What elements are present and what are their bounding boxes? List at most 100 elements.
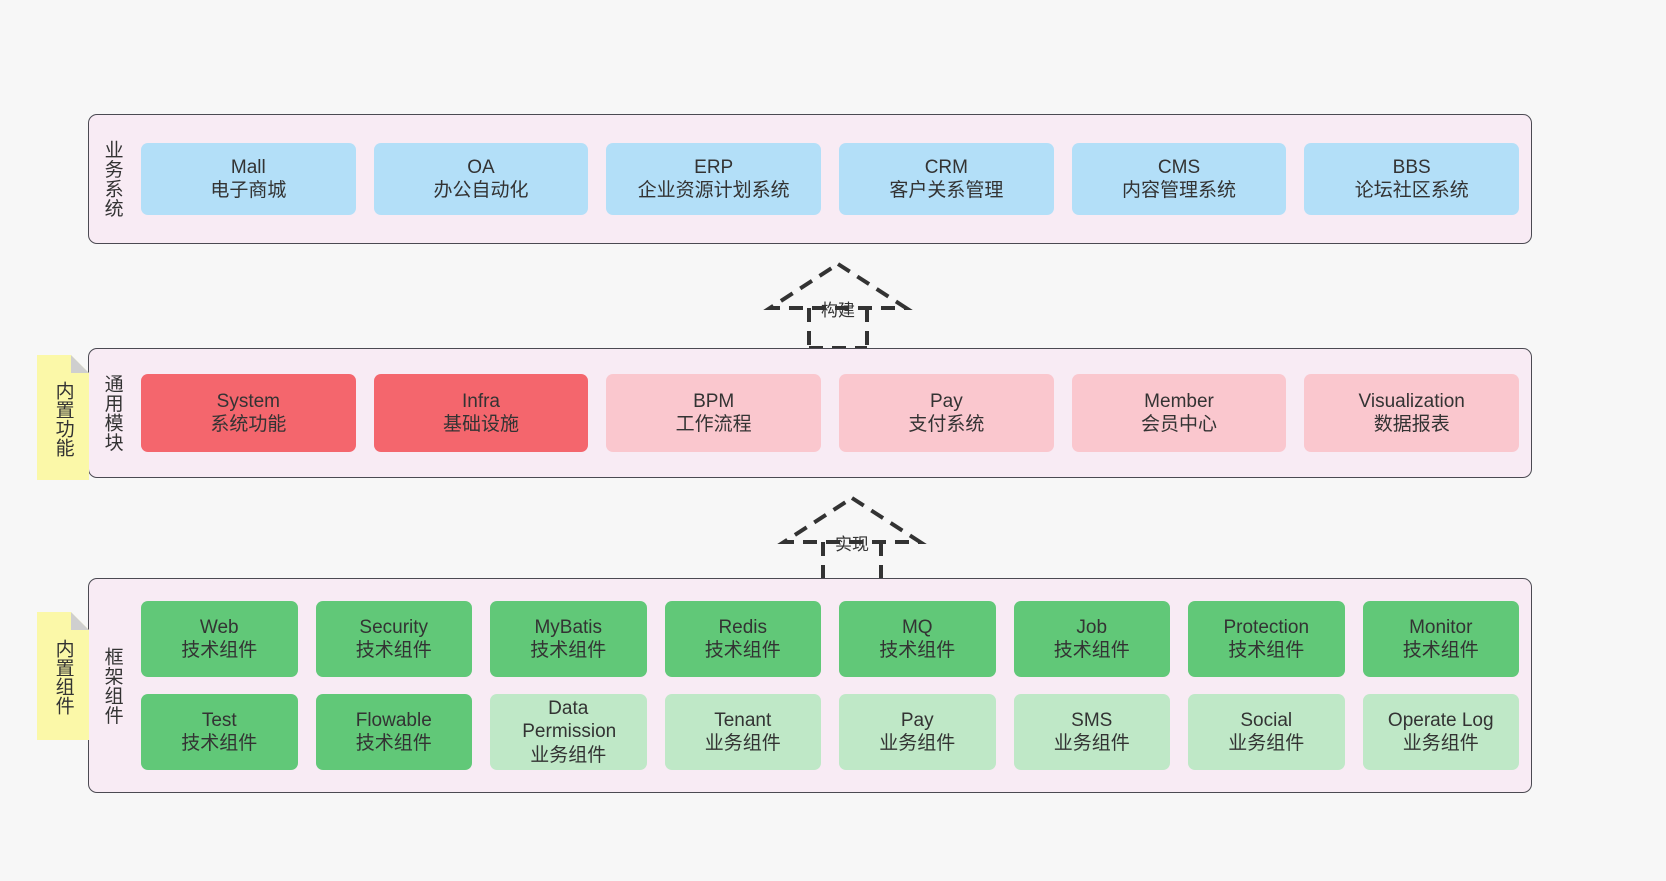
card-title: Security [359, 616, 429, 638]
card-visualization[interactable]: Visualization 数据报表 [1304, 374, 1520, 452]
card-data-permission[interactable]: Data Permission 业务组件 [490, 694, 647, 770]
card-subtitle: 技术组件 [355, 640, 432, 661]
card-title: CMS [1157, 156, 1201, 178]
card-bbs[interactable]: BBS 论坛社区系统 [1304, 143, 1520, 215]
card-subtitle: 电子商城 [210, 180, 287, 201]
card-row: System 系统功能 Infra 基础设施 BPM 工作流程 Pay 支付系统… [141, 374, 1520, 452]
card-subtitle: 技术组件 [181, 733, 258, 754]
card-title: Infra [461, 390, 501, 412]
connector-implement: 实现 [772, 492, 932, 582]
card-tenant[interactable]: Tenant 业务组件 [664, 694, 821, 770]
card-oa[interactable]: OA 办公自动化 [373, 143, 589, 215]
card-title: BPM [693, 390, 735, 412]
card-title: Data Permission [522, 698, 617, 743]
card-subtitle: 业务组件 [1402, 733, 1479, 754]
card-title: ERP [694, 156, 734, 178]
card-member[interactable]: Member 会员中心 [1071, 374, 1287, 452]
card-title: Job [1076, 616, 1108, 638]
note-builtin-function: 内置功能 [37, 355, 89, 480]
card-title: Operate Log [1387, 709, 1494, 731]
card-subtitle: 业务组件 [704, 733, 781, 754]
layer-title-business-systems: 业务系统 [101, 140, 123, 218]
card-subtitle: 技术组件 [879, 640, 956, 661]
card-redis[interactable]: Redis 技术组件 [664, 601, 821, 677]
layer-framework-components: 框架组件 Web 技术组件 Security 技术组件 MyBatis 技术组件… [88, 578, 1532, 793]
card-title: CRM [924, 156, 968, 178]
card-title: Flowable [355, 709, 432, 731]
card-subtitle: 业务组件 [1053, 733, 1130, 754]
note-builtin-component: 内置组件 [37, 612, 89, 740]
card-pay[interactable]: Pay 支付系统 [839, 374, 1054, 452]
card-subtitle: 支付系统 [908, 414, 985, 435]
card-row: Mall 电子商城 OA 办公自动化 ERP 企业资源计划系统 CRM 客户关系… [141, 143, 1520, 215]
card-title: Protection [1223, 616, 1310, 638]
generalization-arrow-icon [763, 261, 913, 348]
card-operate-log[interactable]: Operate Log 业务组件 [1362, 694, 1519, 770]
card-security[interactable]: Security 技术组件 [315, 601, 472, 677]
layer-common-modules: 通用模块 System 系统功能 Infra 基础设施 BPM 工作流程 Pay… [88, 348, 1532, 478]
card-title: Pay [929, 390, 963, 412]
card-subtitle: 技术组件 [181, 640, 258, 661]
card-subtitle: 论坛社区系统 [1354, 180, 1469, 201]
card-title: Member [1144, 390, 1214, 412]
card-test[interactable]: Test 技术组件 [141, 694, 298, 770]
layer-business-systems: 业务系统 Mall 电子商城 OA 办公自动化 ERP 企业资源计划系统 CRM… [88, 114, 1532, 244]
card-subtitle: 技术组件 [1053, 640, 1130, 661]
card-title: SMS [1071, 709, 1113, 731]
card-monitor[interactable]: Monitor 技术组件 [1362, 601, 1519, 677]
layer-body-business-systems: Mall 电子商城 OA 办公自动化 ERP 企业资源计划系统 CRM 客户关系… [135, 115, 1531, 243]
card-title: OA [467, 156, 495, 178]
card-title: Pay [900, 709, 934, 731]
card-title: Visualization [1358, 390, 1465, 412]
card-crm[interactable]: CRM 客户关系管理 [839, 143, 1054, 215]
card-social[interactable]: Social 业务组件 [1188, 694, 1345, 770]
card-title: Tenant [714, 709, 772, 731]
card-subtitle: 办公自动化 [433, 180, 529, 201]
card-title: BBS [1392, 156, 1431, 178]
card-system[interactable]: System 系统功能 [141, 374, 356, 452]
card-bpm[interactable]: BPM 工作流程 [606, 374, 822, 452]
note-fold-corner-icon [71, 612, 89, 630]
card-title: Web [199, 616, 239, 638]
card-title: MQ [901, 616, 933, 638]
card-flowable[interactable]: Flowable 技术组件 [315, 694, 472, 770]
card-subtitle: 技术组件 [1402, 640, 1479, 661]
card-subtitle: 技术组件 [530, 640, 607, 661]
note-label: 内置功能 [52, 380, 74, 457]
card-title: MyBatis [534, 616, 603, 638]
card-subtitle: 业务组件 [879, 733, 956, 754]
card-subtitle: 基础设施 [443, 414, 520, 435]
card-title: Mall [230, 156, 266, 178]
card-subtitle: 业务组件 [530, 744, 607, 766]
card-mybatis[interactable]: MyBatis 技术组件 [490, 601, 647, 677]
layer-title-common-modules: 通用模块 [101, 374, 123, 452]
card-subtitle: 技术组件 [1228, 640, 1305, 661]
card-cms[interactable]: CMS 内容管理系统 [1071, 143, 1287, 215]
card-protection[interactable]: Protection 技术组件 [1188, 601, 1345, 677]
card-title: Redis [718, 616, 768, 638]
card-row-tech: Web 技术组件 Security 技术组件 MyBatis 技术组件 Redi… [141, 601, 1519, 677]
card-sms[interactable]: SMS 业务组件 [1013, 694, 1170, 770]
card-row-biz: Test 技术组件 Flowable 技术组件 Data Permission … [141, 694, 1519, 770]
card-subtitle: 系统功能 [210, 414, 287, 435]
layer-title-framework-components: 框架组件 [101, 646, 123, 725]
card-mall[interactable]: Mall 电子商城 [141, 143, 356, 215]
note-label: 内置组件 [52, 639, 74, 715]
card-pay-component[interactable]: Pay 业务组件 [839, 694, 996, 770]
generalization-arrow-icon [777, 495, 927, 582]
card-mq[interactable]: MQ 技术组件 [839, 601, 996, 677]
card-erp[interactable]: ERP 企业资源计划系统 [606, 143, 822, 215]
card-subtitle: 业务组件 [1228, 733, 1305, 754]
card-subtitle: 数据报表 [1373, 414, 1450, 435]
card-subtitle: 会员中心 [1141, 414, 1218, 435]
card-infra[interactable]: Infra 基础设施 [373, 374, 589, 452]
card-subtitle: 内容管理系统 [1122, 180, 1237, 201]
card-title: Social [1240, 709, 1293, 731]
card-subtitle: 技术组件 [355, 733, 432, 754]
card-job[interactable]: Job 技术组件 [1013, 601, 1170, 677]
card-title: Test [201, 709, 237, 731]
card-subtitle: 客户关系管理 [889, 180, 1004, 201]
card-web[interactable]: Web 技术组件 [141, 601, 298, 677]
card-subtitle: 工作流程 [675, 414, 752, 435]
